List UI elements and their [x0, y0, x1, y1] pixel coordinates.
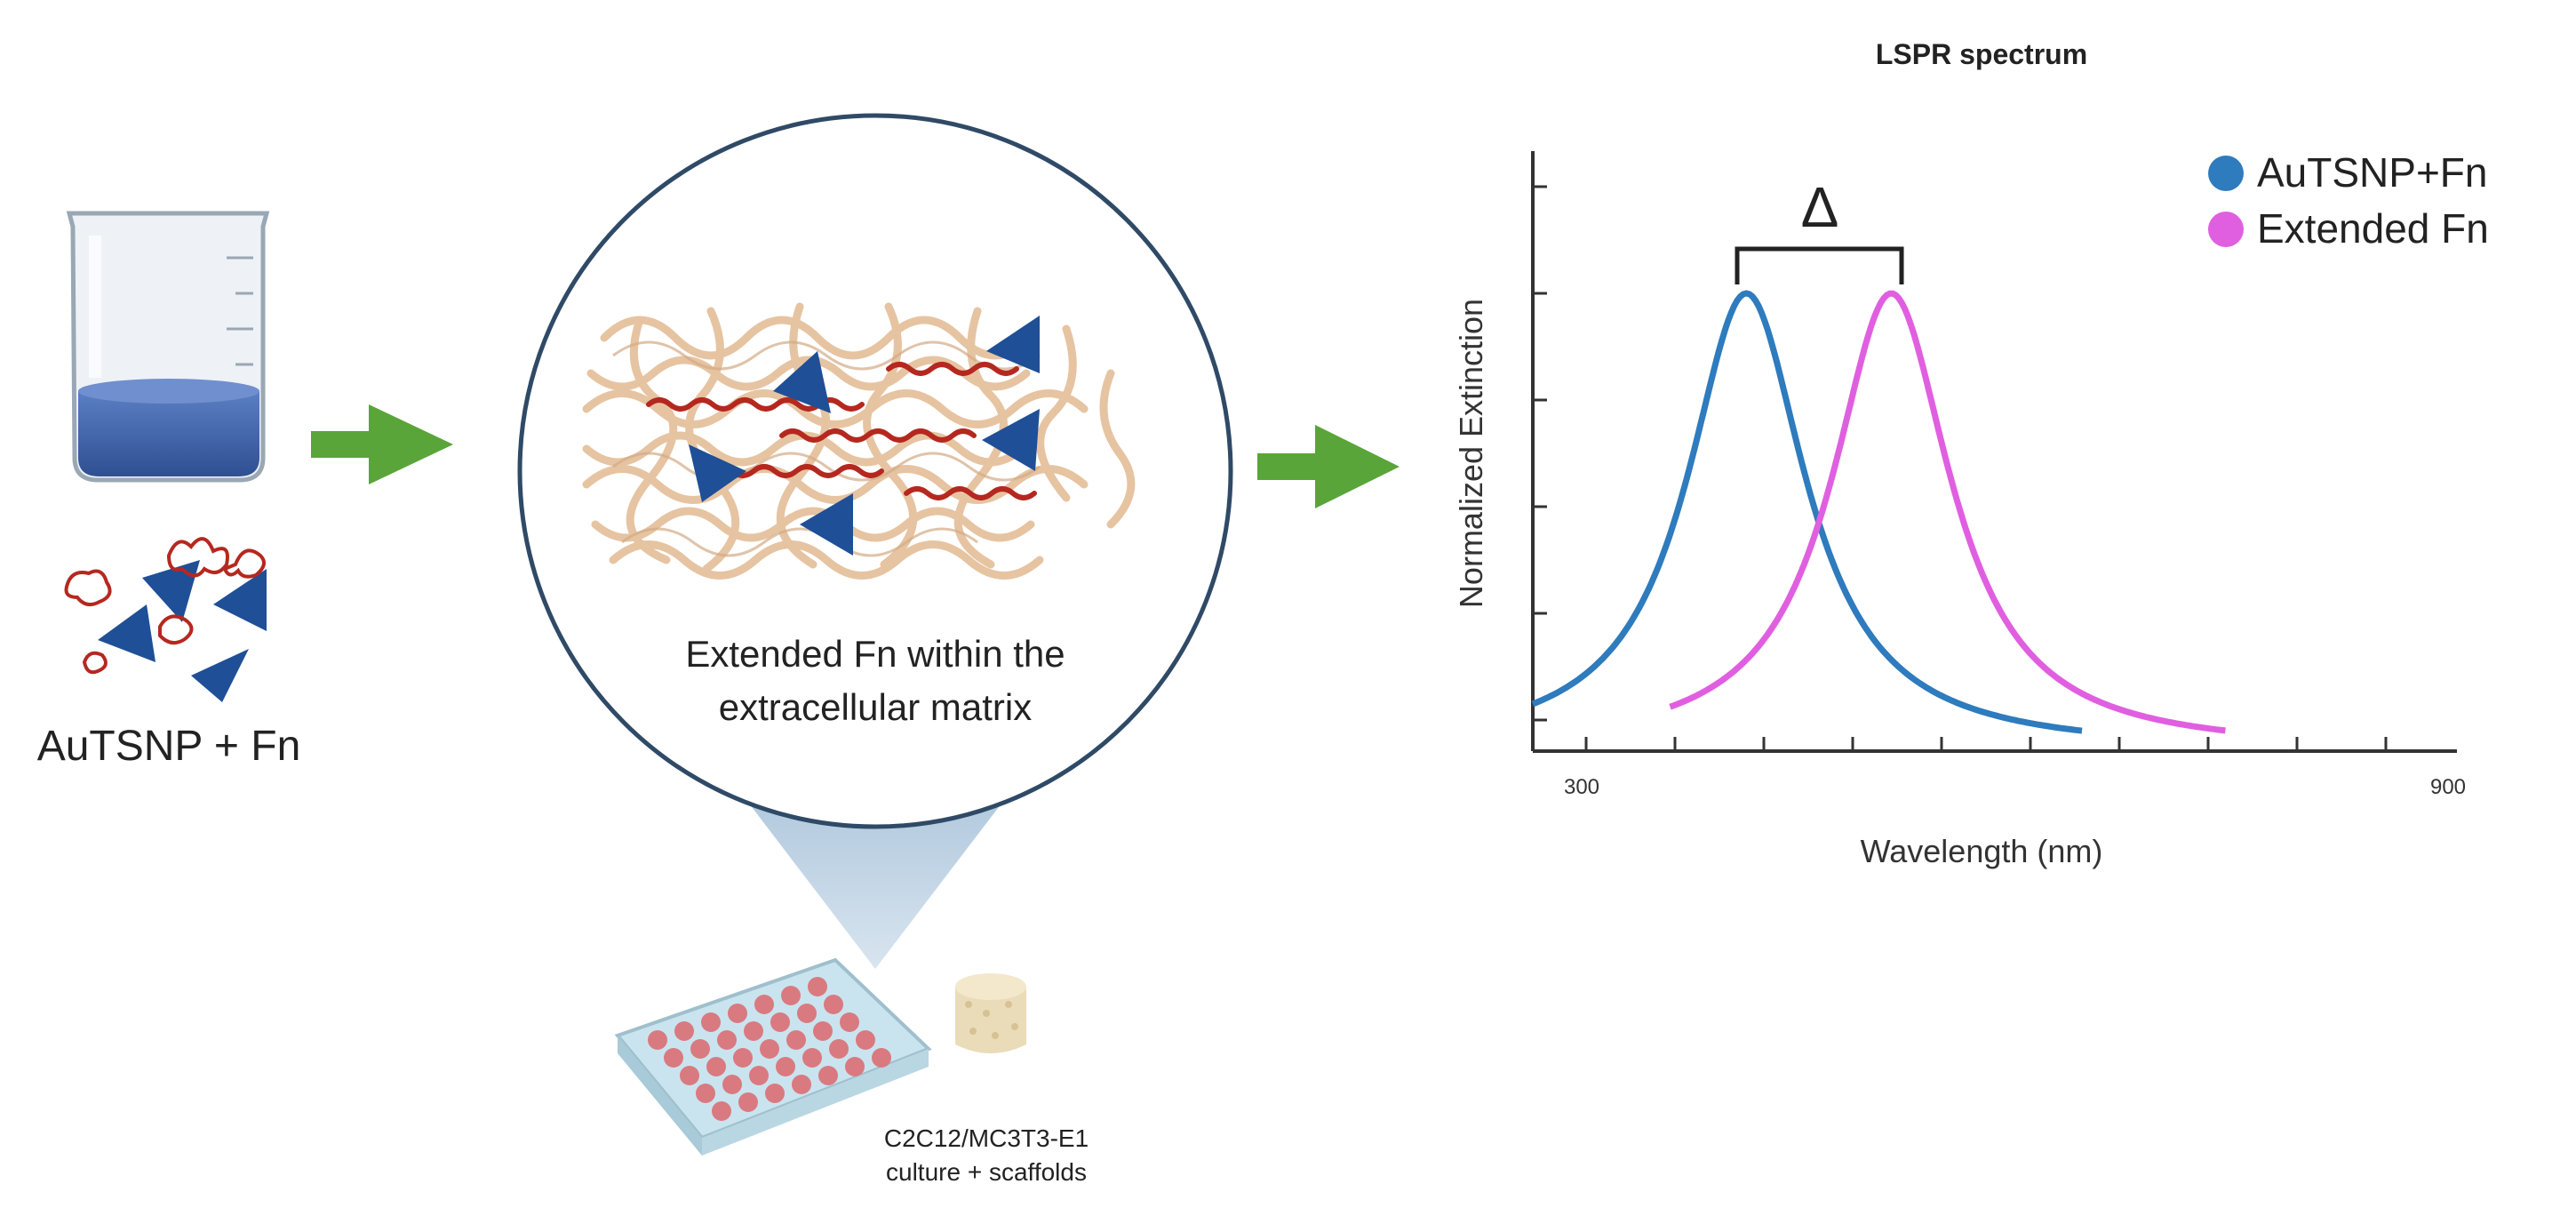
x-axis-ticks: [1584, 737, 2388, 751]
autsnp-fn-label: AuTSNP + Fn: [37, 723, 301, 770]
legend-marker-extended-fn: [2208, 212, 2244, 247]
legend-marker-autsnp-fn: [2208, 156, 2244, 191]
series-line-extended-fn: [1669, 290, 2226, 734]
magnified-caption-line2: extracellular matrix: [719, 686, 1032, 728]
gold-nanoparticle-triangles: [689, 316, 1040, 556]
right-arrow-icon: [311, 404, 453, 484]
extended-fn-strands: [646, 362, 1037, 500]
lspr-chart: LSPR spectrum 300 900 Wavelength (nm) No…: [1453, 38, 2489, 869]
magnified-caption-line1: Extended Fn within the: [685, 633, 1065, 675]
y-axis-ticks: [1533, 185, 1547, 722]
y-axis-label: Normalized Extinction: [1453, 299, 1489, 608]
chart-legend: AuTSNP+Fn Extended Fn: [2208, 149, 2489, 252]
legend-label-extended-fn: Extended Fn: [2257, 205, 2489, 252]
scaffold-icon: [955, 973, 1026, 1053]
x-tick-label-300: 300: [1564, 775, 1599, 799]
beaker-icon: [66, 211, 270, 483]
right-arrow-icon-2: [1257, 425, 1400, 508]
x-axis-label: Wavelength (nm): [1861, 833, 2103, 869]
legend-label-autsnp-fn: AuTSNP+Fn: [2257, 149, 2488, 196]
series-line-autsnp-fn: [1531, 290, 2083, 734]
delta-bracket: [1735, 246, 1904, 284]
culture-caption-line1: C2C12/MC3T3-E1: [884, 1124, 1089, 1152]
chart-title: LSPR spectrum: [1876, 38, 2087, 70]
nanoparticle-fn-cluster: [64, 537, 267, 702]
magnification-beam: [746, 800, 1004, 969]
culture-caption-line2: culture + scaffolds: [886, 1158, 1087, 1186]
x-tick-label-900: 900: [2430, 775, 2466, 799]
delta-annotation: Δ: [1801, 175, 1839, 239]
magnified-view-circle: [517, 113, 1233, 829]
well-plate-icon: [614, 957, 932, 1156]
